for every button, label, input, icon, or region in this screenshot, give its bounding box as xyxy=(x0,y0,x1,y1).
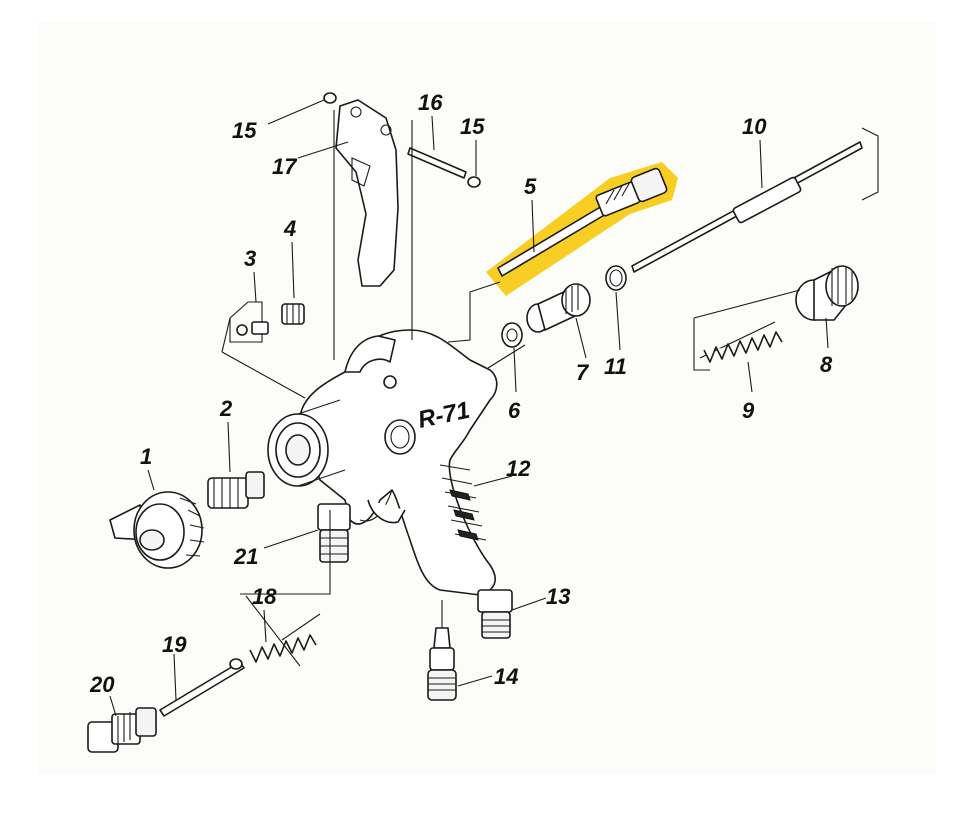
leader-lines xyxy=(109,99,829,717)
part-5-needle xyxy=(497,167,668,277)
callout-15-left: 15 xyxy=(232,118,257,143)
callout-4: 4 xyxy=(283,216,296,241)
part-3-fitting xyxy=(229,301,269,343)
part-18-spring xyxy=(249,634,317,663)
callout-17: 17 xyxy=(272,154,298,179)
part-20-fluid-adjuster xyxy=(87,707,157,753)
part-19-rod xyxy=(159,658,245,717)
callout-21: 21 xyxy=(233,544,258,569)
callout-2: 2 xyxy=(219,396,233,421)
part-14-valve xyxy=(427,627,457,701)
part-6-washer xyxy=(501,322,523,348)
part-8-adjusting-knob xyxy=(795,265,859,321)
callout-15-right: 15 xyxy=(460,114,485,139)
callout-16: 16 xyxy=(418,90,443,115)
assembly-lines xyxy=(221,110,879,667)
part-15-clip-top xyxy=(323,92,337,104)
callout-8: 8 xyxy=(820,352,833,377)
callout-6: 6 xyxy=(508,398,521,423)
part-2-fluid-nozzle xyxy=(207,471,265,509)
part-4-screw xyxy=(281,303,305,325)
callout-7: 7 xyxy=(576,360,590,385)
part-21-fitting xyxy=(317,503,351,563)
part-9-spring xyxy=(699,321,783,363)
part-11-o-ring xyxy=(605,265,627,291)
callout-13: 13 xyxy=(546,584,570,609)
part-10-needle xyxy=(631,141,863,273)
callout-19: 19 xyxy=(162,632,187,657)
callout-18: 18 xyxy=(252,584,277,609)
callout-5: 5 xyxy=(524,174,537,199)
callout-20: 20 xyxy=(89,672,115,697)
callout-12: 12 xyxy=(506,456,531,481)
callout-10: 10 xyxy=(742,114,767,139)
part-7-packing-nut xyxy=(526,283,591,333)
callout-1: 1 xyxy=(140,444,152,469)
gun-body xyxy=(267,329,526,596)
callout-labels: 1 2 3 4 5 6 7 8 9 10 11 12 13 14 15 15 1… xyxy=(89,90,833,697)
grip-ribs xyxy=(439,464,487,541)
callout-3: 3 xyxy=(244,246,256,271)
part-17-trigger xyxy=(335,99,399,287)
callout-9: 9 xyxy=(742,398,755,423)
part-13-air-inlet xyxy=(477,589,513,639)
part-15-clip-right xyxy=(467,176,481,188)
callout-11: 11 xyxy=(604,354,627,379)
part-1-air-cap xyxy=(109,491,205,569)
callout-14: 14 xyxy=(494,664,518,689)
part-16-pin xyxy=(407,147,467,179)
